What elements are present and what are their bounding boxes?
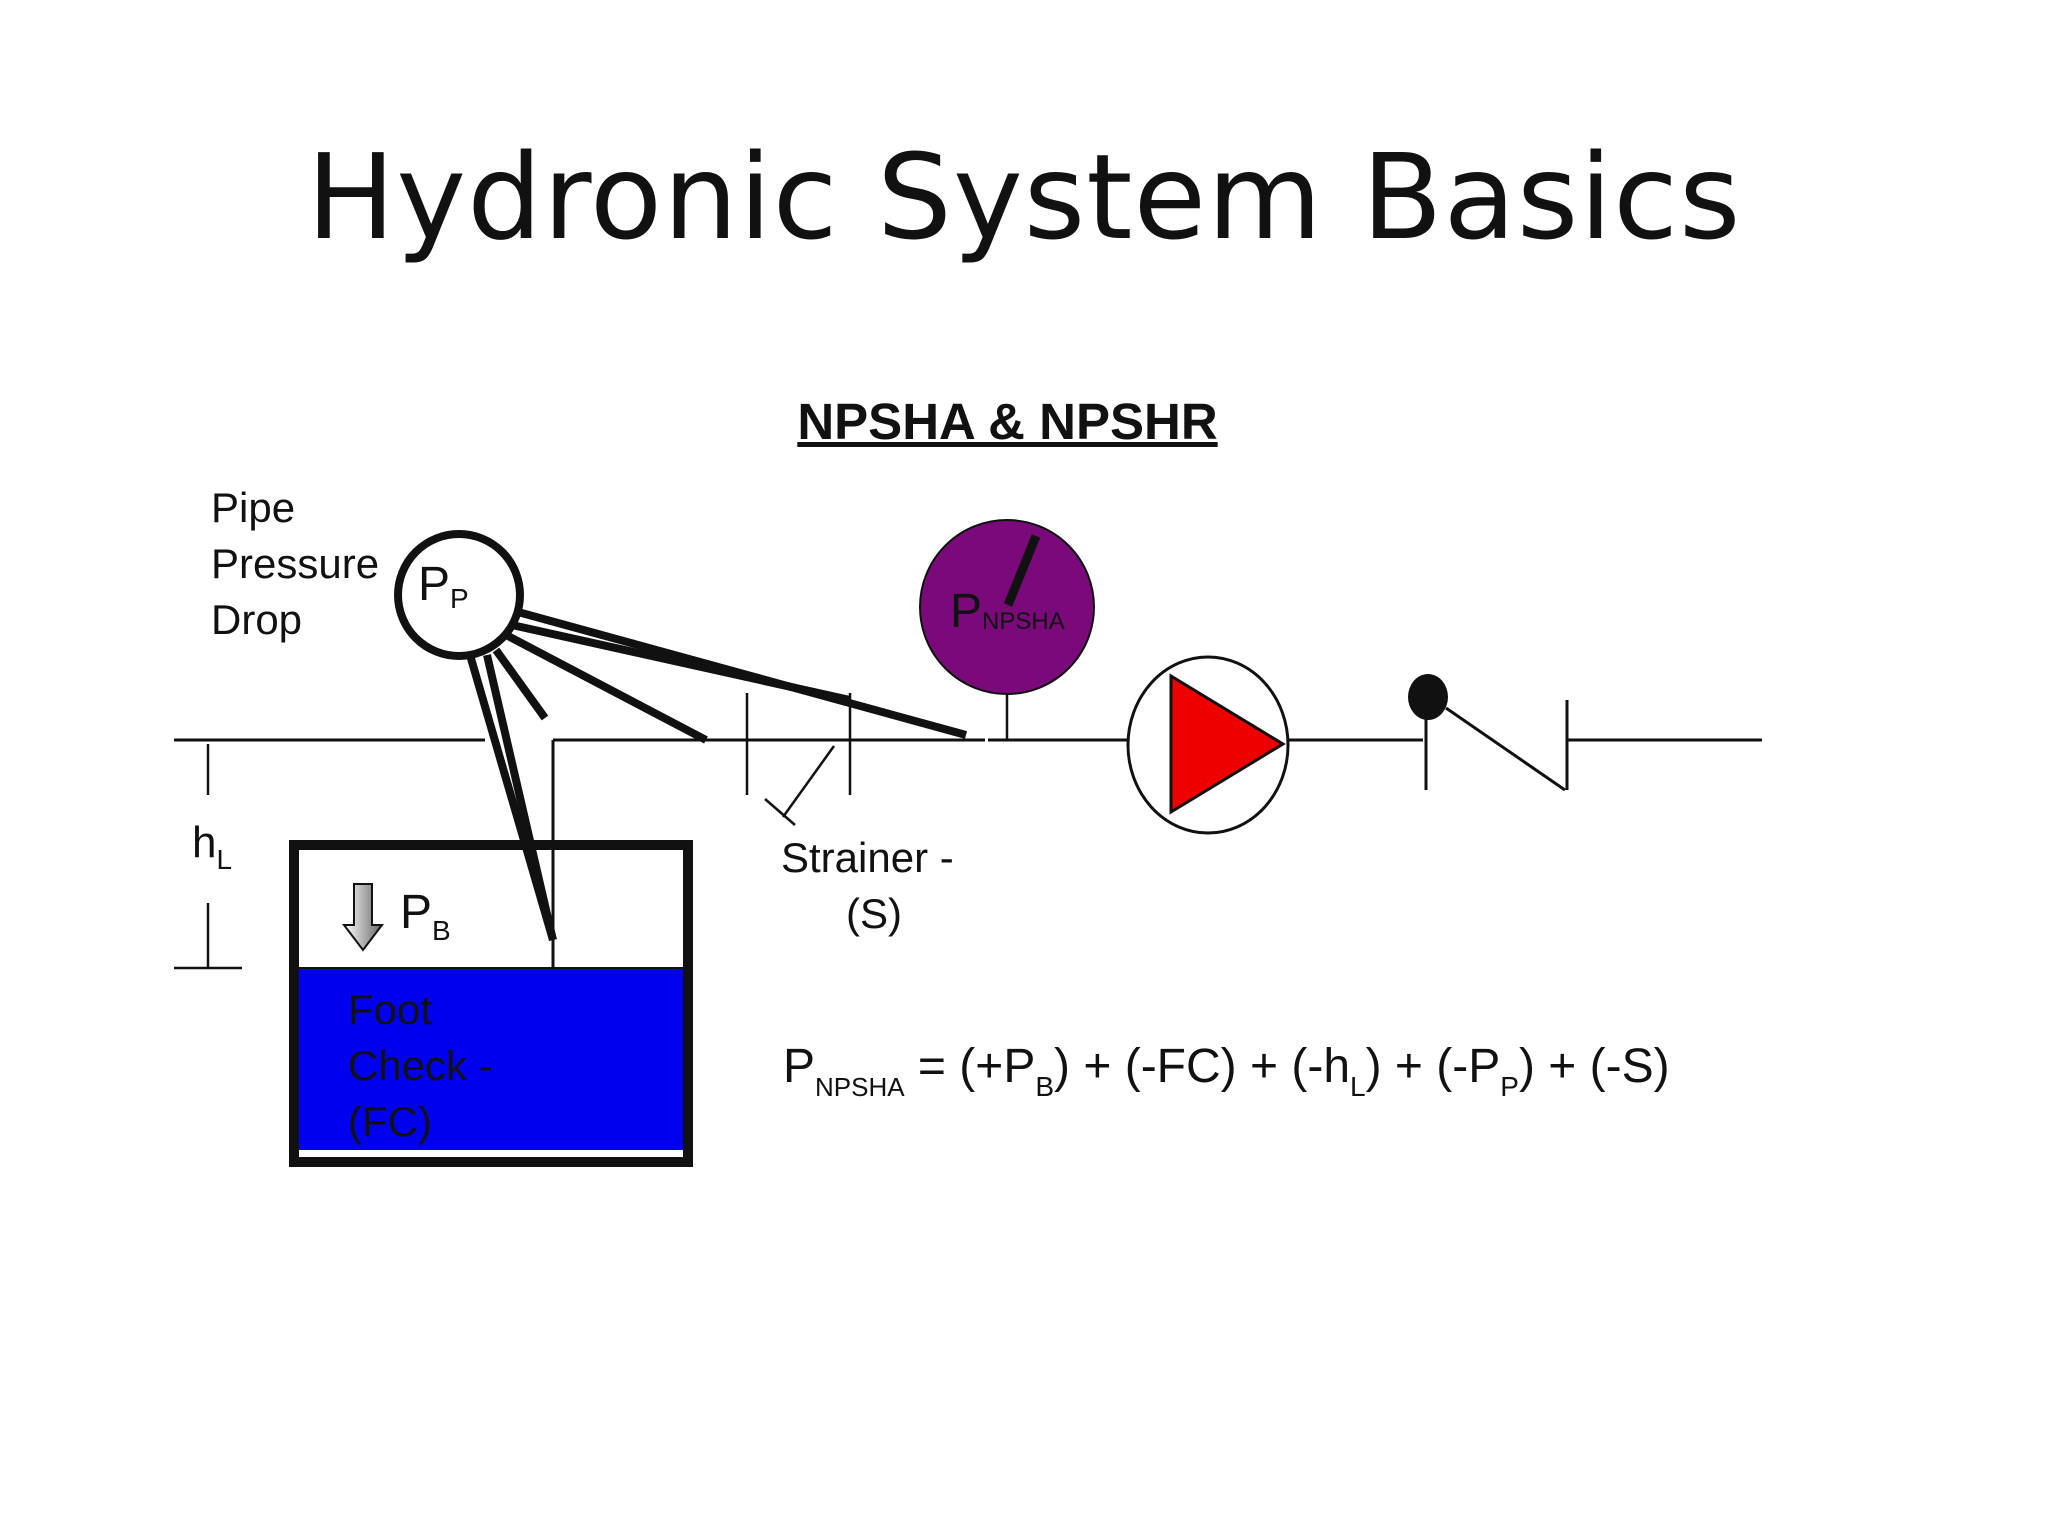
pp-sub: P (450, 583, 469, 614)
eq-term4: ) + (-S) (1519, 1040, 1670, 1093)
npsha-equation: PNPSHA = (+PB) + (-FC) + (-hL) + (-PP) +… (783, 1040, 1670, 1102)
eq-lhs-sub: NPSHA (815, 1072, 905, 1102)
diagram-subtitle: NPSHA & NPSHR (797, 393, 1218, 450)
strainer-label: Strainer - (S) (781, 834, 965, 937)
eq-lhs-main: P (783, 1040, 815, 1093)
eq-term3: ) + (-P (1366, 1040, 1501, 1093)
pump-triangle-icon (1169, 673, 1286, 815)
npsha-gauge (919, 519, 1095, 695)
check-valve-weight (1408, 674, 1448, 720)
eq-term2-sub: L (1350, 1071, 1366, 1102)
hl-main: h (192, 818, 216, 867)
eq-term1: = (+P (905, 1040, 1036, 1093)
eq-term1-sub: B (1035, 1071, 1054, 1102)
gauge-needle (1003, 534, 1041, 607)
hl-sub: L (216, 844, 232, 875)
strainer (745, 693, 852, 826)
gauge-label: PNPSHA (950, 585, 1065, 638)
check-valve (1424, 696, 1569, 792)
pipe-pressure-circle (394, 530, 524, 660)
pp-label: PP (418, 558, 469, 614)
foot-check-label: Foot Check - (FC) (348, 986, 504, 1145)
pipe-pressure-drop-label: Pipe Pressure Drop (211, 484, 391, 643)
tank-wall (289, 840, 693, 1167)
slide-title: Hydronic System Basics (306, 128, 1742, 266)
eq-term2: ) + (-FC) + (-h (1054, 1040, 1350, 1093)
pp-main: P (418, 558, 450, 611)
gauge-sub: NPSHA (982, 608, 1065, 635)
pb-sub: B (432, 915, 451, 946)
hl-dimension (174, 744, 242, 970)
tank-water (294, 968, 688, 1150)
gauge-main: P (950, 585, 982, 638)
supply-tank (289, 840, 693, 1167)
down-arrow-icon (341, 883, 385, 952)
pb-main: P (400, 886, 432, 939)
pressure-drop-rays (466, 608, 968, 942)
eq-term3-sub: P (1500, 1071, 1519, 1102)
hl-label: hL (192, 818, 232, 875)
pb-label: PB (400, 886, 451, 946)
